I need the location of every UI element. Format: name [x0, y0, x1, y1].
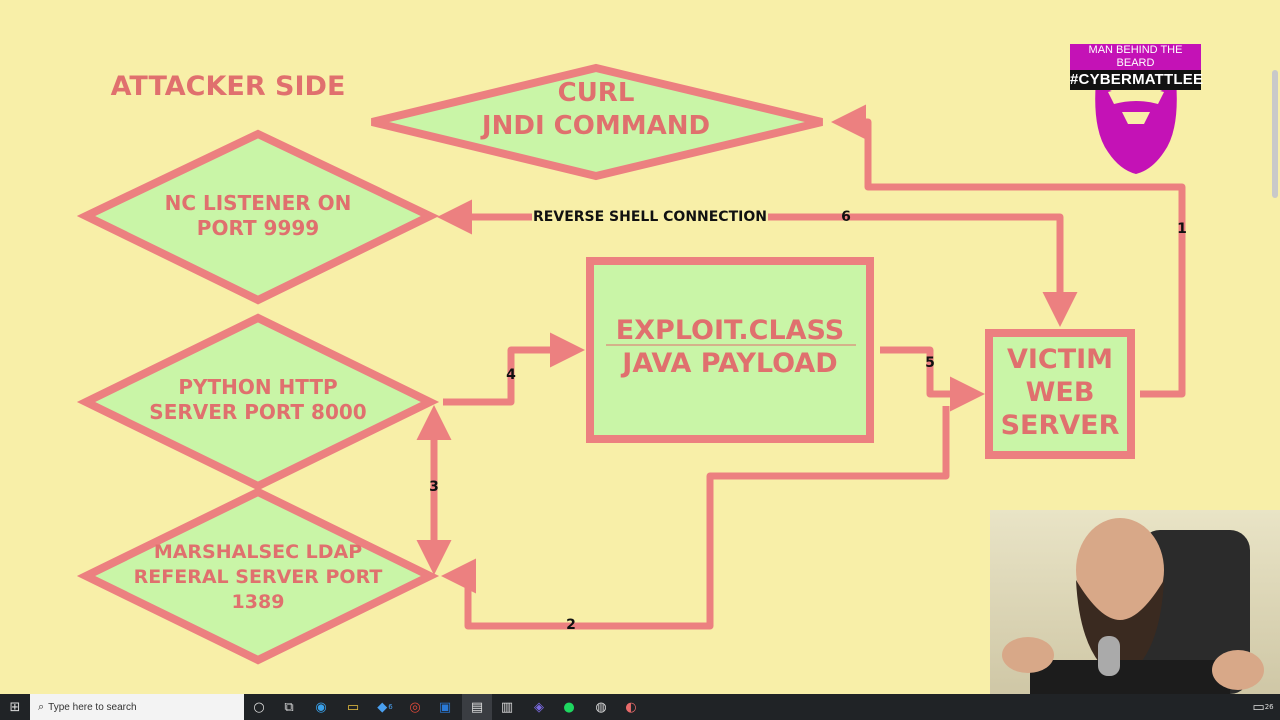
exploit-class-node [586, 257, 874, 443]
nc-listener-node [76, 129, 440, 305]
step2-label: 2 [566, 617, 576, 633]
python-label-2: SERVER PORT 8000 [149, 400, 366, 424]
step6-label: 6 [841, 209, 851, 225]
attack-flow-diagram: ATTACKER SIDE CURL JNDI COMMAND NC LISTE… [76, 63, 1187, 665]
badge-count: 6 [388, 703, 393, 711]
windows-taskbar: ⊞ ⌕ Type here to search ○ ⧉ ◉ ▭ ◆6 ◎ ▣ ▤… [0, 694, 1280, 720]
nc-label-2: PORT 9999 [197, 216, 319, 240]
channel-branding: MAN BEHIND THE BEARD #CYBERMATTLEE [1070, 44, 1204, 90]
brand-handle: #CYBERMATTLEE [1070, 70, 1204, 90]
files-icon[interactable]: ▥ [500, 699, 514, 715]
notification-icon[interactable]: ▭26 [1252, 699, 1274, 715]
edges [416, 104, 1186, 630]
exploit-label-2: JAVA PAYLOAD [620, 348, 837, 379]
step5-label: 5 [925, 355, 935, 371]
teams-icon[interactable]: ◈ [534, 699, 544, 715]
edge-step5 [880, 346, 985, 412]
webcam-overlay [990, 510, 1280, 694]
marshalsec-node [76, 487, 440, 665]
obs-icon[interactable]: ◍ [595, 699, 607, 715]
file-explorer-icon[interactable]: ▭ [346, 699, 360, 715]
beard-logo [1095, 80, 1177, 174]
victim-label-1: VICTIM [1007, 344, 1113, 375]
attacker-side-title: ATTACKER SIDE [111, 71, 346, 102]
windows-icon[interactable]: ⊞ [9, 699, 21, 715]
step1-label: 1 [1177, 221, 1187, 237]
victim-web-server-node [985, 329, 1135, 459]
marshalsec-label-1: MARSHALSEC LDAP [154, 541, 362, 563]
exploit-label-1: EXPLOIT.CLASS [616, 315, 844, 346]
spotify-icon[interactable]: ● [563, 699, 575, 715]
vscode-icon[interactable]: ◆6 [377, 699, 393, 715]
task-view-icon[interactable]: ⧉ [284, 699, 294, 715]
brand-tagline: MAN BEHIND THE BEARD [1070, 44, 1201, 70]
step4-label: 4 [506, 367, 516, 383]
search-icon: ⌕ [38, 700, 45, 713]
curl-jndi-node [371, 63, 823, 181]
step3-label: 3 [429, 479, 439, 495]
search-placeholder: Type here to search [48, 701, 137, 713]
paint-icon[interactable]: ◐ [625, 699, 637, 715]
cortana-icon[interactable]: ○ [253, 699, 265, 715]
marshalsec-label-3: 1389 [232, 591, 285, 613]
terminal-icon[interactable]: ▤ [462, 694, 492, 720]
reverse-shell-label: REVERSE SHELL CONNECTION [533, 209, 767, 225]
marshalsec-label-2: REFERAL SERVER PORT [134, 566, 383, 588]
curl-label-2: JNDI COMMAND [480, 111, 710, 141]
edge-step1 [831, 104, 1186, 398]
edge-step2 [441, 406, 950, 630]
edge-step4 [443, 332, 585, 406]
edge-icon[interactable]: ◉ [315, 699, 327, 715]
curl-label-1: CURL [558, 78, 635, 108]
outlook-icon[interactable]: ▣ [438, 699, 452, 715]
nc-label-1: NC LISTENER ON [165, 191, 352, 215]
python-http-node [76, 313, 440, 491]
victim-label-3: SERVER [1001, 410, 1120, 441]
python-label-1: PYTHON HTTP [178, 375, 337, 399]
taskbar-search-input[interactable]: ⌕ Type here to search [30, 694, 244, 720]
scrollbar-thumb[interactable] [1272, 70, 1278, 198]
victim-label-2: WEB [1026, 377, 1095, 408]
notification-count: 26 [1264, 703, 1274, 711]
chrome-icon[interactable]: ◎ [409, 699, 421, 715]
